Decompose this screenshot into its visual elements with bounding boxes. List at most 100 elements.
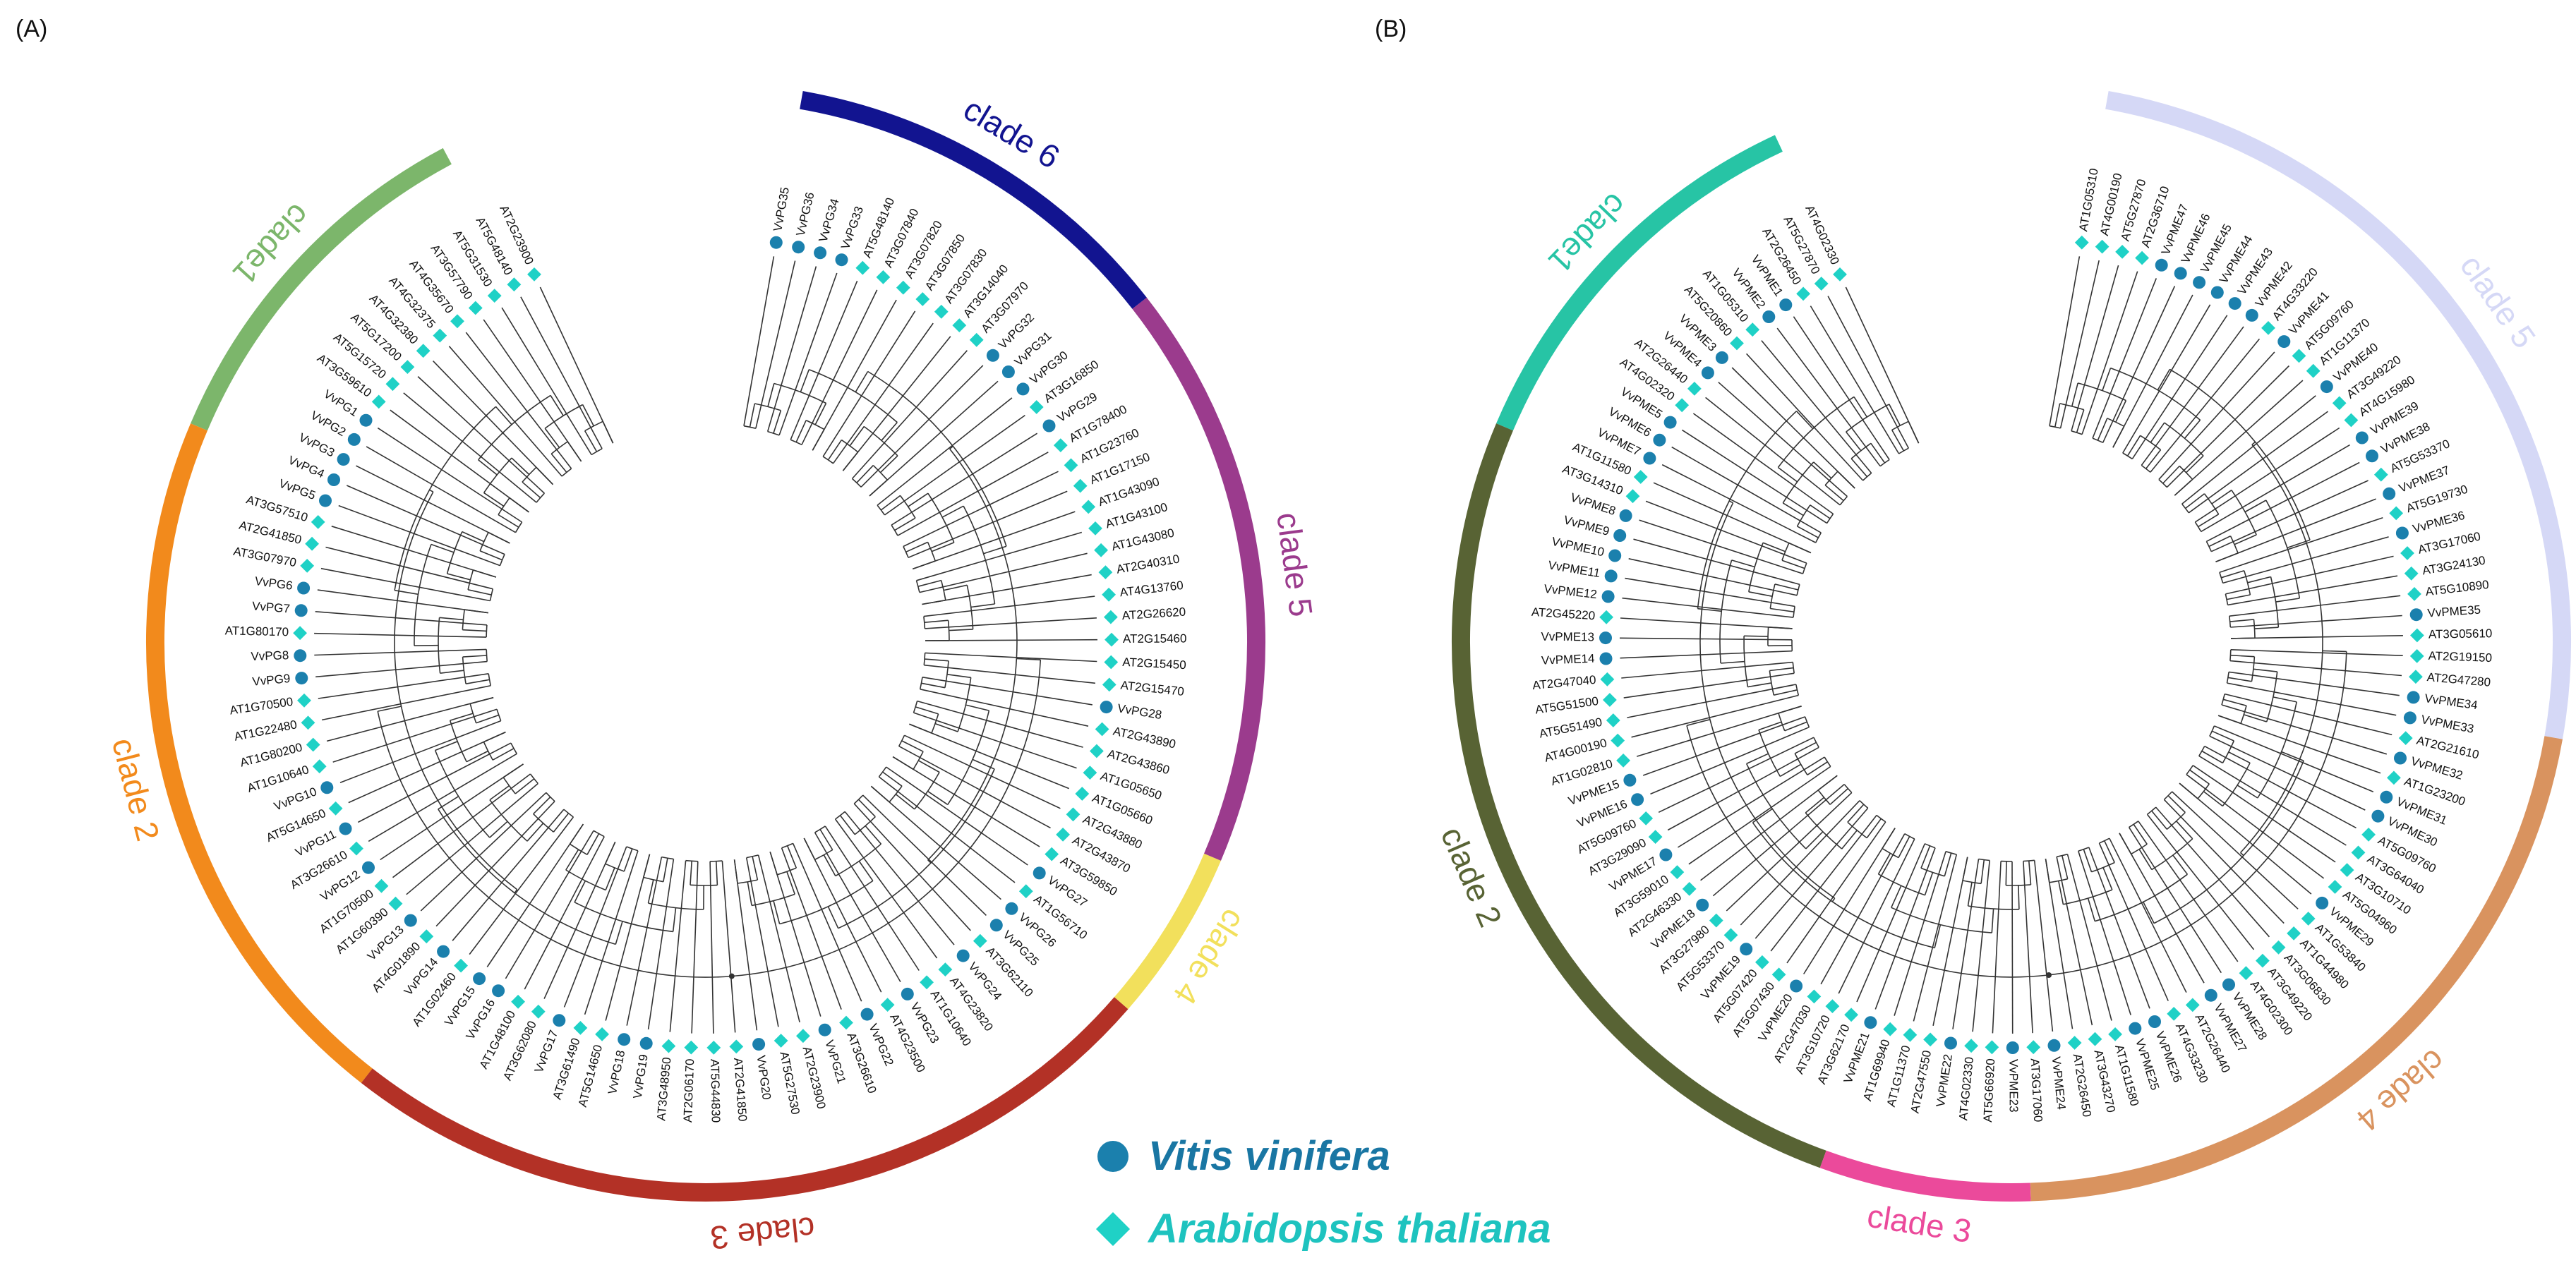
branch	[2095, 873, 2188, 922]
branch	[469, 816, 574, 955]
branch	[2222, 740, 2235, 763]
branch	[2247, 576, 2271, 583]
arabidopsis-marker	[1606, 713, 1620, 727]
branch	[1838, 838, 1915, 994]
vitis-marker	[359, 413, 373, 427]
vitis-marker	[860, 1008, 874, 1021]
arabidopsis-marker	[2292, 349, 2306, 363]
arabidopsis-marker	[511, 994, 525, 1009]
branch	[2102, 286, 2176, 443]
branch	[1847, 821, 1867, 839]
branch	[2143, 901, 2155, 924]
branch	[1731, 367, 1855, 489]
arabidopsis-marker	[2361, 828, 2376, 842]
branch	[380, 763, 524, 861]
branch	[853, 803, 971, 931]
branch	[509, 497, 529, 513]
branch	[2198, 514, 2220, 528]
arabidopsis-marker	[301, 715, 315, 730]
arabidopsis-marker	[1985, 1040, 1999, 1055]
branch	[565, 849, 579, 871]
leaf-label: AT1G22480	[233, 718, 298, 744]
branch	[2240, 705, 2247, 724]
branch	[918, 760, 940, 773]
branch	[1774, 583, 1799, 591]
branch	[773, 410, 782, 434]
branch	[2153, 760, 2304, 924]
vitis-marker	[835, 253, 848, 267]
arabidopsis-marker	[2332, 396, 2347, 411]
leaf-label: VvPG33	[838, 205, 866, 251]
branch	[2091, 861, 2115, 873]
branch	[1688, 766, 1831, 865]
branch	[536, 466, 554, 485]
branch	[1847, 804, 1865, 823]
branch	[1631, 694, 1799, 738]
branch	[476, 714, 499, 724]
vitis-marker	[1042, 419, 1056, 433]
branch	[904, 734, 1061, 809]
branch	[591, 448, 603, 456]
branch	[746, 854, 759, 859]
branch	[1908, 421, 1920, 444]
branch	[604, 841, 616, 864]
vitis-marker	[901, 987, 914, 1000]
branch	[1817, 775, 1838, 791]
branch	[643, 876, 664, 883]
branch	[2179, 782, 2312, 895]
branch	[912, 560, 936, 570]
branch	[1891, 421, 1909, 431]
leaf-label: VvPG6	[254, 574, 294, 593]
branch	[812, 299, 897, 451]
branch	[502, 777, 516, 794]
branch	[563, 846, 627, 1008]
vitis-marker	[1599, 631, 1612, 645]
vitis-marker	[473, 972, 486, 986]
vitis-marker	[2148, 1015, 2161, 1028]
arabidopsis-marker	[938, 962, 953, 976]
branch	[1746, 753, 1769, 765]
branch	[2023, 861, 2033, 1034]
branch	[2230, 635, 2403, 639]
branch	[2107, 418, 2125, 427]
arabidopsis-marker	[388, 896, 403, 911]
branch	[842, 452, 859, 471]
branch	[346, 485, 505, 555]
branch	[567, 441, 582, 462]
vitis-marker	[1599, 652, 1613, 665]
branch	[2045, 859, 2074, 1029]
branch	[533, 797, 551, 815]
branch	[690, 861, 692, 885]
branch	[946, 674, 971, 679]
vitis-marker	[2380, 790, 2393, 804]
leaf-label: AT3G48950	[654, 1057, 673, 1122]
leaf-label: AT2G19150	[2428, 649, 2492, 665]
arabidopsis-marker	[2398, 731, 2413, 745]
branch	[822, 310, 916, 457]
branch	[2225, 555, 2394, 595]
leaf-label: AT3G17060	[2028, 1058, 2045, 1123]
branch	[2231, 490, 2257, 536]
leaf-label: VvPG17	[532, 1028, 561, 1075]
arabidopsis-marker	[1616, 754, 1630, 768]
vitis-marker	[362, 861, 375, 874]
branch	[325, 546, 493, 590]
arabidopsis-marker	[880, 998, 895, 1012]
leaf-label: VvPG36	[794, 191, 817, 238]
arabidopsis-marker	[1745, 322, 1760, 337]
branch	[781, 847, 842, 1010]
branch	[483, 731, 506, 743]
arabidopsis-marker	[2115, 245, 2129, 259]
branch	[2254, 627, 2279, 629]
branch	[315, 660, 488, 678]
arabidopsis-marker	[934, 304, 949, 319]
branch	[2210, 480, 2369, 552]
branch	[1770, 607, 1795, 612]
branch	[502, 763, 524, 778]
vitis-marker	[1608, 549, 1622, 562]
branch	[853, 794, 864, 804]
branch	[574, 902, 673, 933]
branch	[1991, 909, 1994, 933]
branch	[1810, 306, 1900, 454]
branch	[1625, 577, 1795, 607]
